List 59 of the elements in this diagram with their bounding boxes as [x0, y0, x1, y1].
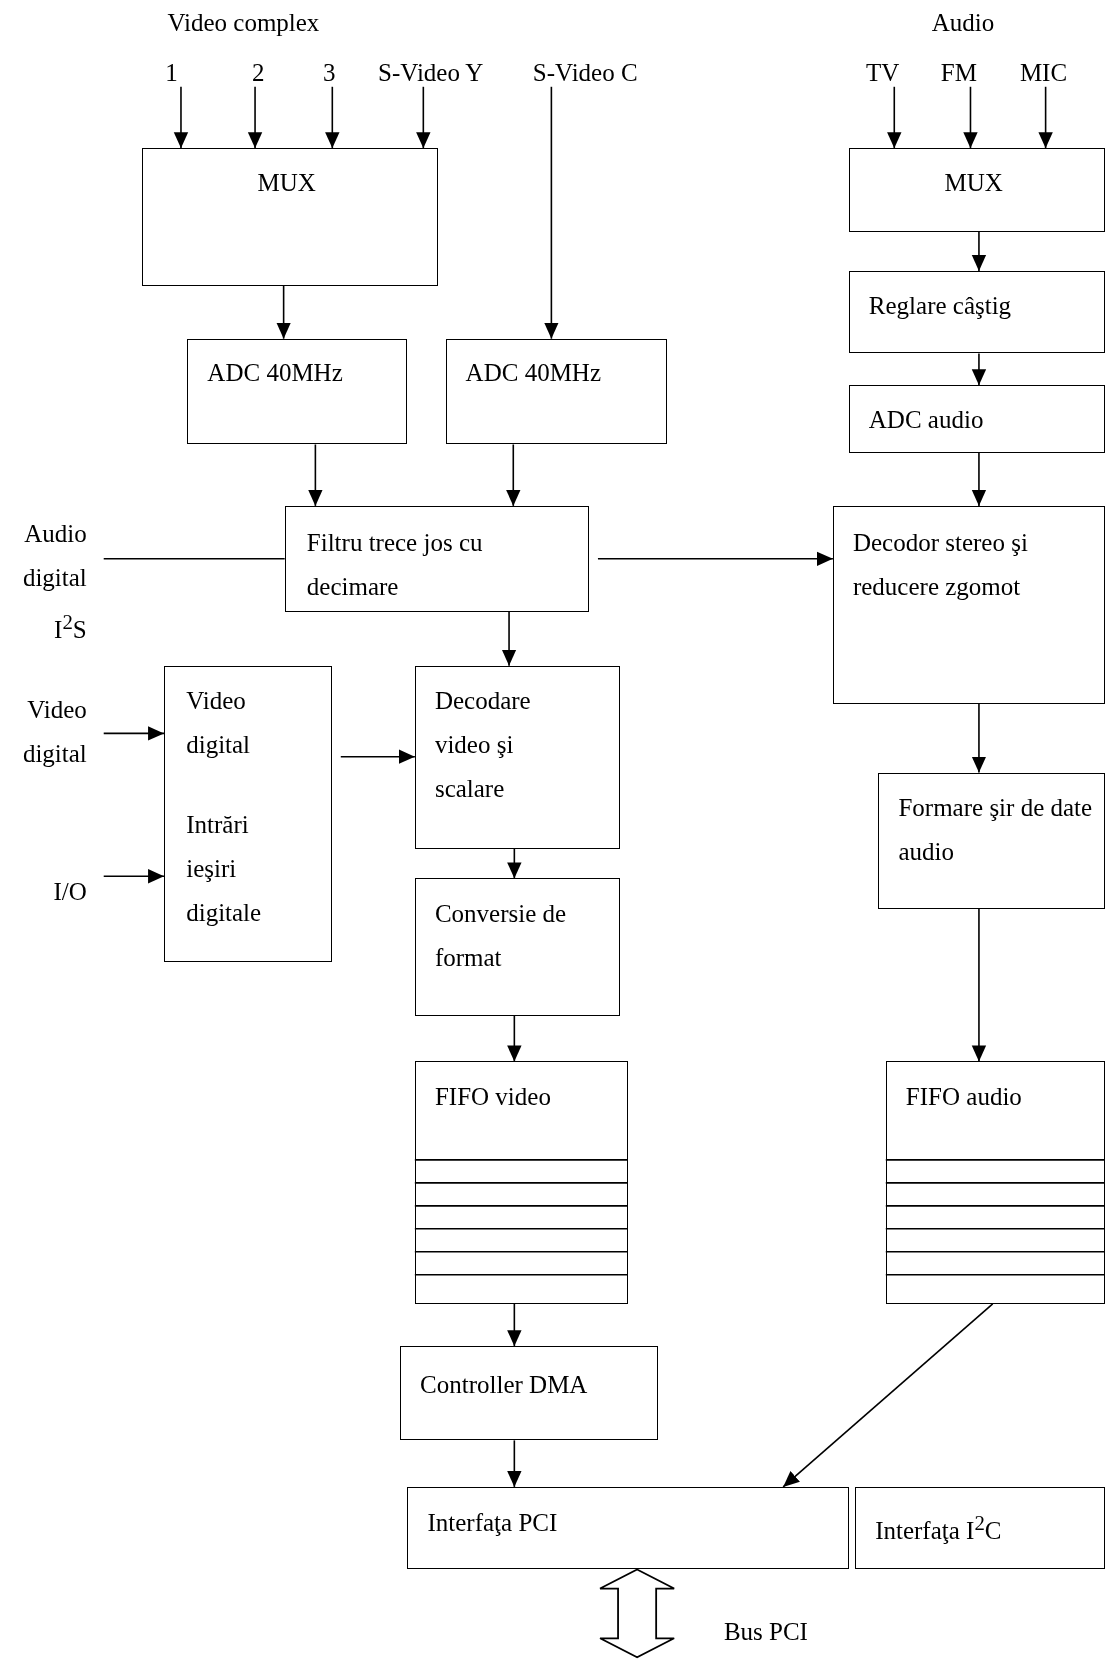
arrow: [971, 352, 987, 387]
group-heading: Video complex: [166, 8, 321, 39]
arrow: [506, 443, 521, 507]
arrow: [963, 86, 978, 149]
block-box: Formare şir de date audio: [878, 772, 1105, 910]
arrow: [544, 86, 559, 340]
arrow: [597, 551, 834, 566]
block-box: Interfaţa I$^{2}$C: [855, 1486, 1105, 1570]
arrow: [308, 443, 323, 507]
arrow: [971, 230, 987, 272]
arrow: [102, 726, 165, 741]
signal-label: Audio digital I$^{2}$S: [4, 512, 96, 640]
signal-label: 2: [246, 50, 279, 87]
block-text: Video digital: [185, 686, 252, 761]
block-box: MUX: [141, 148, 439, 286]
arrow: [416, 86, 431, 149]
fifo-buffer-box: FIFO audio: [885, 1061, 1105, 1304]
fifo-buffer-box: FIFO video: [414, 1061, 628, 1304]
arrow: [887, 86, 902, 149]
arrow: [501, 610, 517, 667]
signal-label: 1: [159, 50, 192, 87]
arrow: [339, 749, 416, 764]
block-box: Decodor stereo şi reducere zgomot: [832, 505, 1105, 704]
signal-label: I/O: [31, 869, 96, 908]
block-box: Interfaţa PCI: [407, 1486, 849, 1570]
signal-label: FM: [935, 50, 991, 87]
signal-label: S-Video Y: [364, 50, 506, 87]
block-box: [164, 665, 333, 962]
arrow: [102, 869, 165, 884]
block-text: Intrări ieşiri digitale: [185, 810, 263, 929]
group-heading: Audio: [930, 8, 996, 39]
block-box: Decodare video şi scalare: [414, 665, 621, 849]
arrow: [971, 908, 987, 1063]
block-box: MUX: [848, 148, 1105, 232]
signal-label: MIC: [1013, 50, 1082, 87]
signal-label: 3: [317, 50, 350, 87]
double-arrow: [599, 1568, 676, 1659]
block-box: Controller DMA: [400, 1346, 659, 1441]
arrow: [782, 1303, 994, 1488]
arrow: [971, 703, 987, 774]
block-box: Filtru trece jos cu decimare: [284, 505, 590, 612]
block-box: Reglare câştig: [848, 270, 1105, 354]
block-box: ADC 40MHz: [187, 338, 408, 445]
block-box: ADC 40MHz: [445, 338, 667, 445]
block-box: Conversie de format: [414, 878, 621, 1016]
arrow: [1038, 86, 1053, 149]
arrow: [507, 847, 522, 880]
arrow: [507, 1015, 522, 1063]
block-box: ADC audio: [848, 385, 1105, 453]
arrow: [173, 86, 189, 149]
arrow: [507, 1303, 522, 1347]
arrow: [276, 284, 291, 340]
signal-label: Video digital: [4, 687, 96, 779]
signal-label: S-Video C: [518, 50, 661, 87]
signal-label: TV: [865, 50, 909, 87]
arrow: [325, 86, 340, 149]
arrow: [971, 452, 987, 507]
arrow: [247, 86, 263, 149]
arrow: [507, 1439, 522, 1488]
